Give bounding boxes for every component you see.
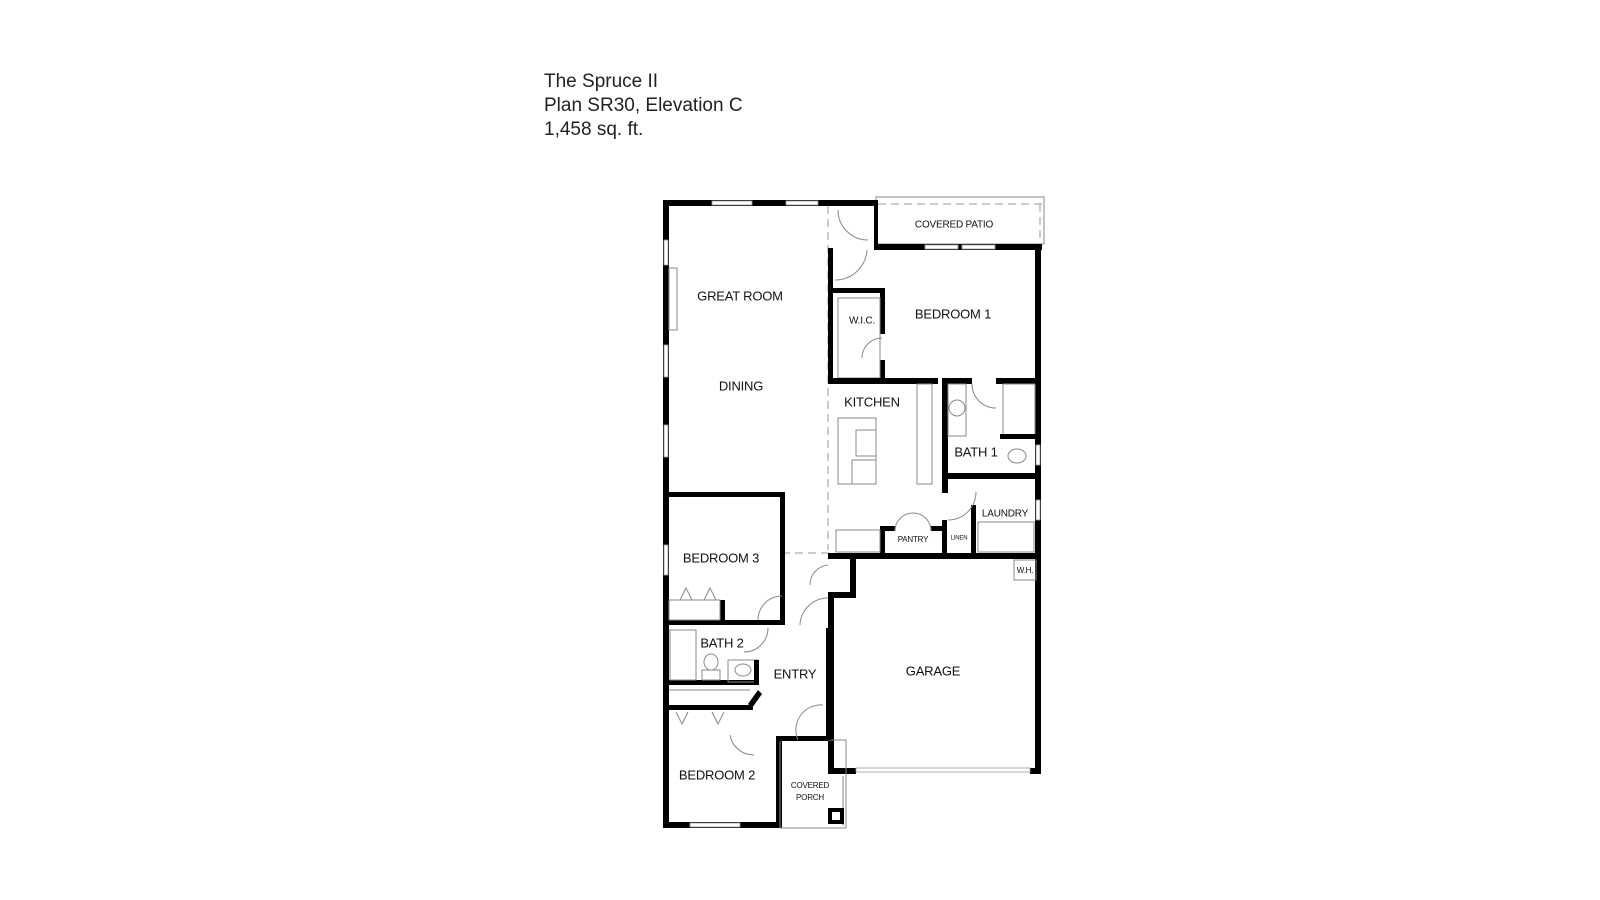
plan-title-block: The Spruce II Plan SR30, Elevation C 1,4… — [544, 70, 743, 142]
room-label-bedroom-2: BEDROOM 2 — [679, 767, 755, 782]
room-label-covered-porch-line1: COVERED — [791, 781, 830, 790]
plan-elevation: Plan SR30, Elevation C — [544, 95, 743, 116]
room-label-pantry: PANTRY — [898, 535, 929, 544]
room-label-bath-2: BATH 2 — [700, 635, 743, 650]
room-label-great-room: GREAT ROOM — [697, 288, 783, 303]
room-label-covered-porch-line2: PORCH — [796, 793, 824, 802]
room-label-covered-patio: COVERED PATIO — [915, 220, 994, 231]
room-label-bath-1: BATH 1 — [954, 444, 997, 459]
interior-walls — [663, 206, 1041, 741]
plan-area: 1,458 sq. ft. — [544, 119, 644, 140]
door-swings — [675, 209, 997, 756]
room-label-wic: W.I.C. — [849, 316, 875, 327]
room-label-linen: LINEN — [951, 536, 968, 542]
room-label-water-heater: W.H. — [1017, 566, 1034, 575]
room-label-garage: GARAGE — [906, 663, 961, 678]
room-label-kitchen: KITCHEN — [844, 394, 900, 409]
room-label-bedroom-3: BEDROOM 3 — [683, 550, 759, 565]
plan-name: The Spruce II — [544, 71, 659, 92]
room-label-entry: ENTRY — [774, 666, 817, 681]
room-label-dining: DINING — [719, 378, 763, 393]
room-label-laundry: LAUNDRY — [982, 509, 1029, 520]
room-label-bedroom-1: BEDROOM 1 — [915, 306, 991, 321]
